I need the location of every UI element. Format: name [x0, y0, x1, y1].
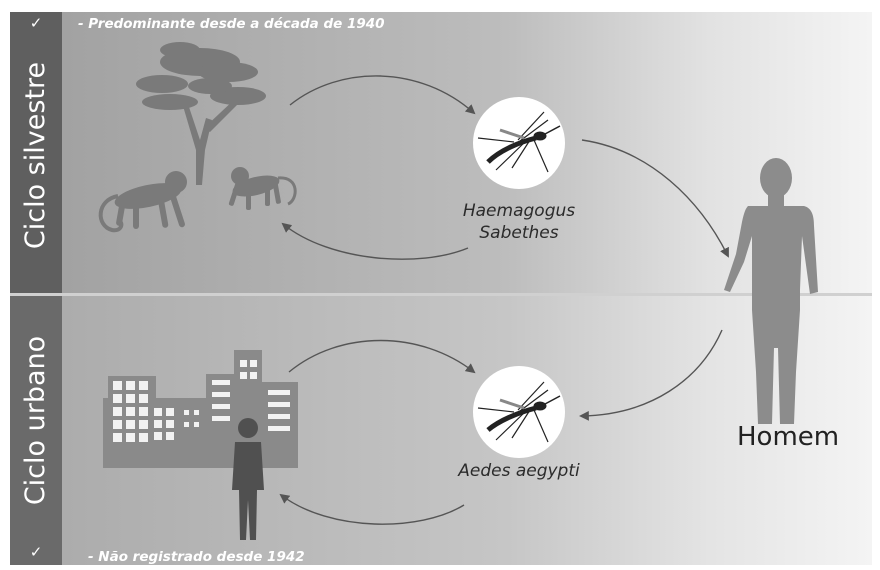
urban-cycle-label: Ciclo urbano [20, 335, 52, 505]
mosquito-icon [477, 381, 561, 443]
city-icon [103, 350, 298, 468]
sylvatic-vector-genus-1: Haemagogus [462, 201, 576, 221]
sylvatic-note: - Predominante desde a década de 1940 [78, 16, 385, 32]
urban-check: ✓ [29, 543, 43, 561]
sylvatic-vector-label: Haemagogus Sabethes [449, 200, 589, 244]
band-divider [10, 293, 872, 296]
sylvatic-vector-genus-2: Sabethes [479, 223, 559, 243]
host-label: Homem [737, 422, 840, 452]
sylvatic-check: ✓ [29, 14, 43, 32]
arrow-human-to-mosquito [579, 329, 723, 421]
person-icon [232, 418, 264, 540]
monkey-icon [228, 167, 297, 210]
arrow-tree-to-mosquito [289, 75, 476, 115]
arrows [279, 75, 729, 525]
urban-side-bar [10, 295, 62, 565]
urban-note: - Não registrado desde 1942 [88, 549, 305, 565]
sylvatic-side-bar [10, 12, 62, 295]
human-icon [724, 158, 818, 424]
arrow-city-to-mosquito [288, 339, 476, 374]
monkey-icon [98, 171, 187, 233]
arrow-mosquito-to-person [279, 493, 465, 525]
sylvatic-cycle-label: Ciclo silvestre [20, 61, 52, 249]
tree-icon [136, 42, 266, 185]
urban-vector-label: Aedes aegypti [458, 461, 580, 481]
arrow-mosquito-to-monkey [281, 222, 469, 260]
arrow-mosquito-to-human [581, 139, 729, 258]
mosquito-icon [477, 111, 561, 173]
